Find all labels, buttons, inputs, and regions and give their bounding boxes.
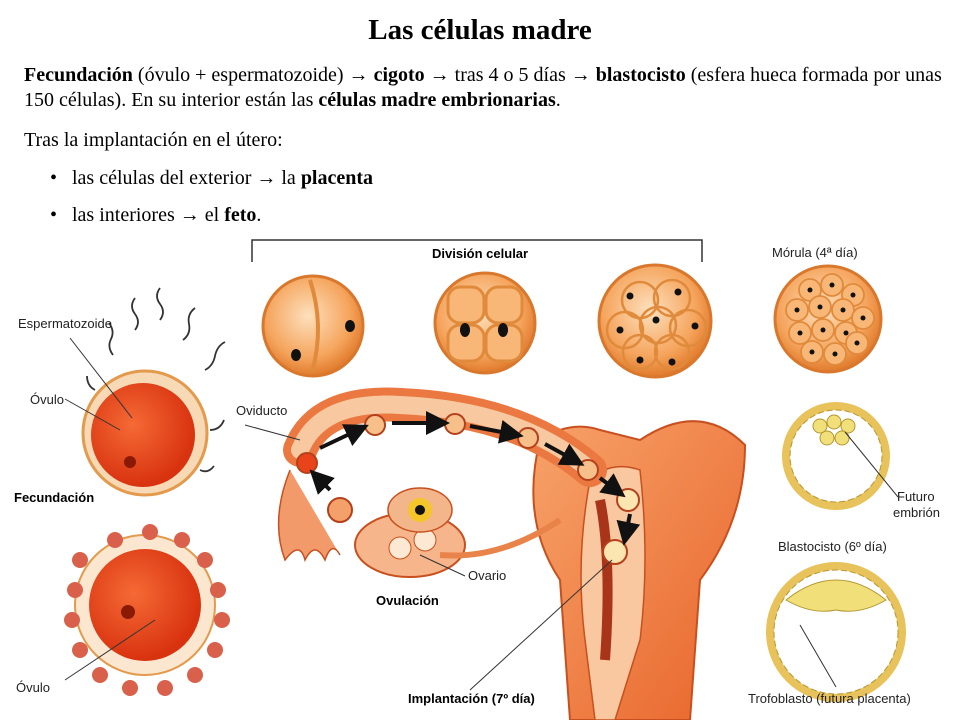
bullet-dot: • — [50, 167, 58, 189]
bullet-post: . — [256, 204, 262, 226]
label-fecundacion: Fecundación — [14, 490, 95, 505]
slide-title: Las células madre — [368, 14, 592, 46]
label-espermatozoide: Espermatozoide — [18, 316, 112, 331]
oviduct — [277, 387, 607, 563]
label-blastocisto: Blastocisto (6º día) — [778, 539, 887, 554]
label-ovario: Ovario — [468, 568, 507, 583]
label-trofoblasto: Trofoblasto (futura placenta) — [748, 691, 911, 706]
bullet-bold: feto — [224, 204, 257, 226]
division-bracket — [251, 239, 703, 262]
cell-two-stage — [261, 274, 365, 378]
bullet-feto: • las interiores → el feto. — [50, 203, 261, 228]
intro-text-4: . — [555, 89, 561, 111]
label-oviducto: Oviducto — [236, 403, 288, 418]
intro-text-1: (óvulo + espermatozoide) → — [132, 64, 374, 86]
label-embrion: embrión — [893, 505, 940, 520]
oviduct-arrows — [309, 411, 641, 546]
term-fecundacion: Fecundación — [24, 64, 133, 86]
ovary — [354, 487, 562, 578]
label-division-celular: División celular — [432, 246, 529, 261]
bullet-text: las células del exterior → la — [72, 167, 301, 189]
label-ovulo-bottom: Óvulo — [16, 680, 50, 695]
label-futuro: Futuro — [897, 489, 935, 504]
cell-eight-stage — [597, 263, 713, 379]
term-celulas-madre: células madre embrionarias — [318, 89, 556, 111]
label-ovulacion: Ovulación — [376, 593, 439, 608]
bullet-placenta: • las células del exterior → la placenta — [50, 166, 373, 191]
morula — [773, 264, 883, 374]
intro-text-2: → tras 4 o 5 días → — [424, 64, 596, 86]
bullet-bold: placenta — [300, 167, 374, 189]
uterus — [532, 420, 747, 720]
intro-text-3: (esfera hueca formada por unas 150 célul… — [24, 64, 942, 111]
cell-four-stage — [433, 271, 537, 375]
bullet-dot: • — [50, 204, 58, 226]
term-cigoto: cigoto — [373, 64, 425, 86]
blastocyst-late — [766, 562, 906, 702]
label-morula: Mórula (4ª día) — [772, 245, 858, 260]
label-implantacion: Implantación (7º día) — [408, 691, 535, 706]
egg-with-corona — [64, 524, 230, 696]
bullet-text: las interiores → el — [72, 204, 225, 226]
fertilization-egg — [81, 287, 226, 497]
term-blastocisto: blastocisto — [595, 64, 686, 86]
blastocyst-early — [782, 402, 890, 510]
implantation-paragraph: Tras la implantación en el útero: — [24, 129, 283, 151]
label-ovulo-top: Óvulo — [30, 392, 64, 407]
leader-lines — [64, 337, 899, 691]
oviduct-embryos — [296, 413, 640, 565]
intro-paragraph: Fecundación (óvulo + espermatozoide) → c… — [24, 63, 944, 113]
